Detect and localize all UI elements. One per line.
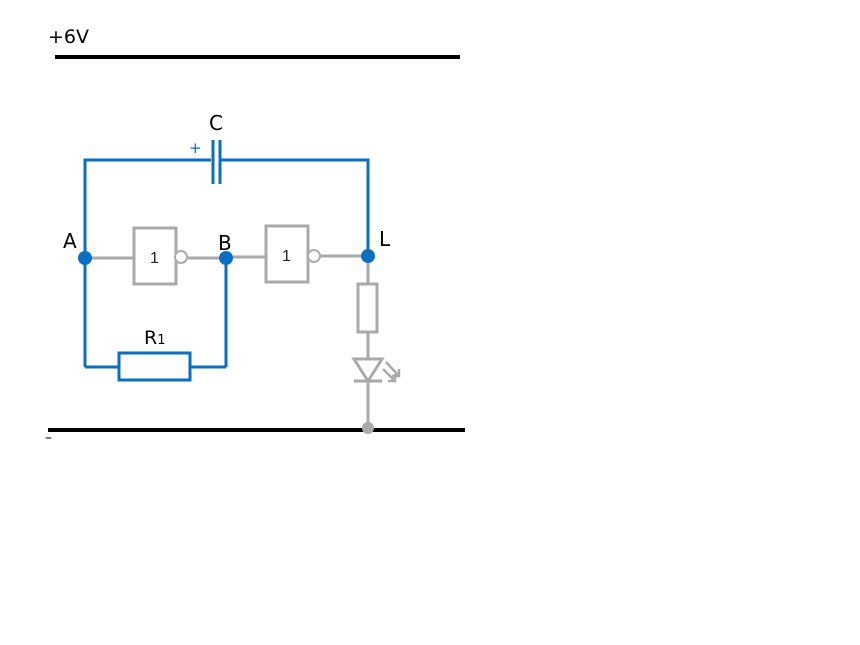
node-a-label: A (63, 229, 77, 253)
not-gate-2: 1 (264, 224, 321, 284)
led-light-arrows-icon (382, 361, 401, 383)
capacitor-label: C (209, 111, 223, 135)
node-a-dot (78, 251, 92, 265)
positive-rail-label: +6V (48, 26, 89, 48)
resistor-r1-subscript: 1 (157, 333, 165, 348)
wire-feedback-right (220, 158, 370, 256)
gate-1-label: 1 (150, 250, 159, 267)
node-b-label: B (218, 231, 232, 255)
gate-1-inverter-bubble (174, 250, 188, 264)
led-resistor (356, 282, 379, 334)
node-l-dot (361, 249, 375, 263)
capacitor (211, 140, 222, 184)
node-l-label: L (379, 227, 391, 251)
wire-feedback-left (83, 158, 211, 258)
capacitor-polarity-mark: + (189, 139, 202, 157)
led (351, 357, 401, 384)
node-b-dot (219, 251, 233, 265)
gate-2-inverter-bubble (307, 249, 321, 263)
resistor-r1 (117, 351, 192, 382)
negative-rail-label: – (45, 430, 52, 446)
ground-junction (362, 422, 374, 434)
gate-2-label: 1 (282, 248, 291, 265)
resistor-r1-label: R1 (144, 327, 165, 349)
led-triangle (351, 357, 385, 384)
highlighted-wires (83, 158, 370, 369)
resistor-r1-letter: R (144, 327, 157, 349)
not-gate-1: 1 (132, 226, 188, 286)
